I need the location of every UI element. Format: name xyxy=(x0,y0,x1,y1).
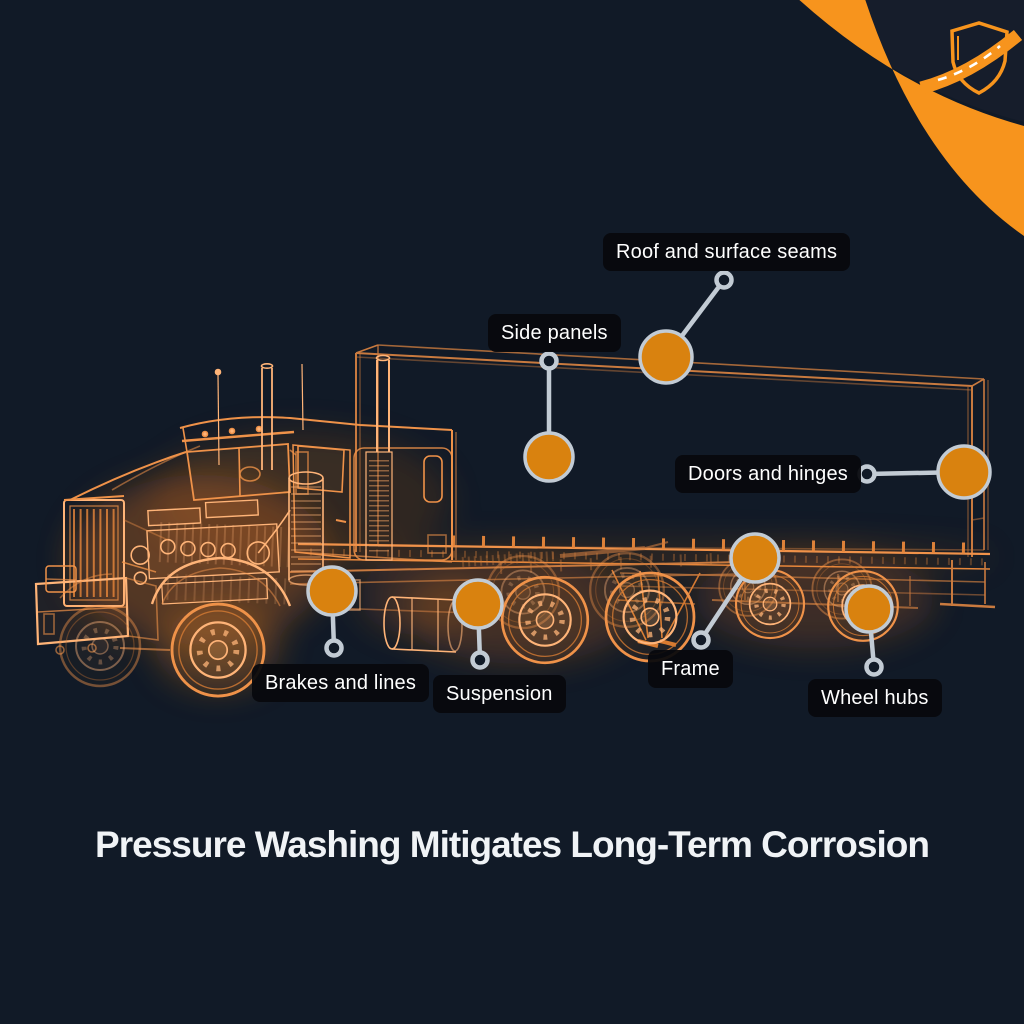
callout-label-side-panels: Side panels xyxy=(488,314,621,352)
hood xyxy=(69,445,201,573)
connector-ring xyxy=(857,464,877,484)
connector-ring xyxy=(470,650,490,670)
callout-label-brakes-and-lines: Brakes and lines xyxy=(252,664,430,702)
headlight xyxy=(43,565,77,635)
exhaust-stacks xyxy=(214,354,393,561)
tractor-wireframe xyxy=(34,354,741,697)
marker-dot xyxy=(729,532,781,584)
cab xyxy=(179,416,453,559)
callout-roof-and-surface-seams xyxy=(638,270,734,385)
connector-ring xyxy=(324,638,344,658)
callout-label-wheel-hubs: Wheel hubs xyxy=(808,679,942,717)
connector-ring xyxy=(539,351,559,371)
connector-ring xyxy=(714,270,734,290)
corner-decoration xyxy=(798,0,1024,236)
callout-side-panels xyxy=(523,351,575,483)
trailer-rear-bumper xyxy=(939,560,996,609)
callout-label-roof-and-surface-seams: Roof and surface seams xyxy=(603,233,851,271)
front-grille xyxy=(63,495,125,607)
sleeper xyxy=(294,430,457,563)
callout-frame xyxy=(691,532,781,650)
callout-suspension xyxy=(452,578,504,670)
callout-label-doors-and-hinges: Doors and hinges xyxy=(675,455,861,493)
marker-dot xyxy=(638,329,694,385)
page-title: Pressure Washing Mitigates Long-Term Cor… xyxy=(95,824,930,865)
connector-ring xyxy=(864,657,884,677)
marker-dot xyxy=(523,431,575,483)
connector-ring xyxy=(691,630,711,650)
callout-markers xyxy=(306,270,992,677)
marker-dot xyxy=(452,578,504,630)
air-cleaner xyxy=(288,471,324,586)
marker-dot xyxy=(844,584,894,634)
callout-wheel-hubs xyxy=(844,584,894,677)
callout-label-frame: Frame xyxy=(648,650,733,688)
callout-brakes-and-lines xyxy=(306,565,358,658)
marker-dot xyxy=(306,565,358,617)
shield-road-logo-icon xyxy=(919,21,1023,95)
marker-dot xyxy=(936,444,992,500)
corner-swoosh xyxy=(799,0,1024,236)
callout-doors-and-hinges xyxy=(857,444,992,500)
callout-label-suspension: Suspension xyxy=(433,675,566,713)
engine-block xyxy=(130,499,291,605)
